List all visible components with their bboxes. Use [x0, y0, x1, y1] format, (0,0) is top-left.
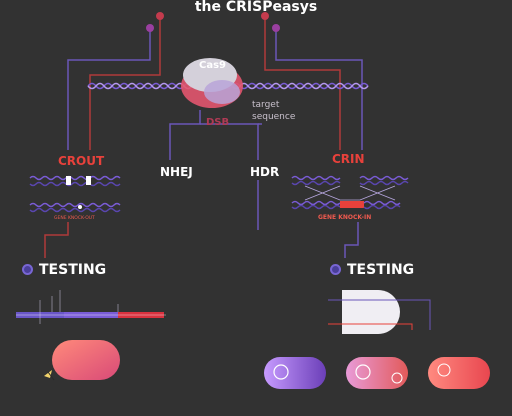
crout-label: CROUT: [58, 154, 105, 168]
rail-dot: [261, 12, 269, 20]
rail-dot: [156, 12, 164, 20]
top-rails: [67, 12, 363, 150]
testing-label: TESTING: [347, 262, 415, 278]
cell-icon: [391, 372, 403, 384]
page-title: the CRISPeasys: [194, 0, 318, 15]
gene-knockin-label: GENE KNOCK-IN: [318, 214, 372, 221]
nhej-label: NHEJ: [160, 165, 193, 179]
cas9-protein: [181, 58, 243, 108]
crin-strands: [291, 175, 409, 210]
rail-dot: [272, 24, 280, 32]
cell-icon: [437, 363, 451, 377]
testing-heading-left: TESTING: [22, 262, 106, 278]
scissors-icon: [44, 370, 55, 381]
sorting-chamber: [328, 290, 431, 334]
dsb-label: DSB: [206, 117, 230, 128]
cell-icon: [273, 364, 289, 380]
hdr-label: HDR: [250, 165, 280, 179]
down-rails: [44, 180, 359, 258]
testing-icon: [22, 264, 33, 275]
sequence-label: sequence: [252, 112, 296, 122]
rail-dot: [146, 24, 154, 32]
testing-heading-right: TESTING: [330, 262, 414, 278]
plasmid-pill: [52, 340, 120, 380]
target-label: target: [252, 100, 280, 110]
testing-label: TESTING: [39, 262, 107, 278]
plasmid-map: [16, 290, 166, 324]
rail-right-purple: [275, 30, 363, 150]
rail-left-purple: [67, 30, 151, 150]
crin-label: CRIN: [332, 152, 365, 166]
cells: [264, 357, 490, 389]
gene-knockout-label: GENE KNOCK-OUT: [54, 216, 95, 221]
rail-left-red: [89, 18, 161, 150]
cas9-label: Cas9: [199, 60, 226, 71]
cell-purple: [264, 357, 326, 389]
cut-marker: [86, 176, 91, 185]
rail-right-red: [264, 18, 341, 150]
crout-strands: [29, 175, 121, 213]
testing-icon: [330, 264, 341, 275]
cell-red: [428, 357, 490, 389]
cell-icon: [355, 364, 371, 380]
cut-marker: [66, 176, 71, 185]
dsb-junction: [169, 110, 262, 160]
